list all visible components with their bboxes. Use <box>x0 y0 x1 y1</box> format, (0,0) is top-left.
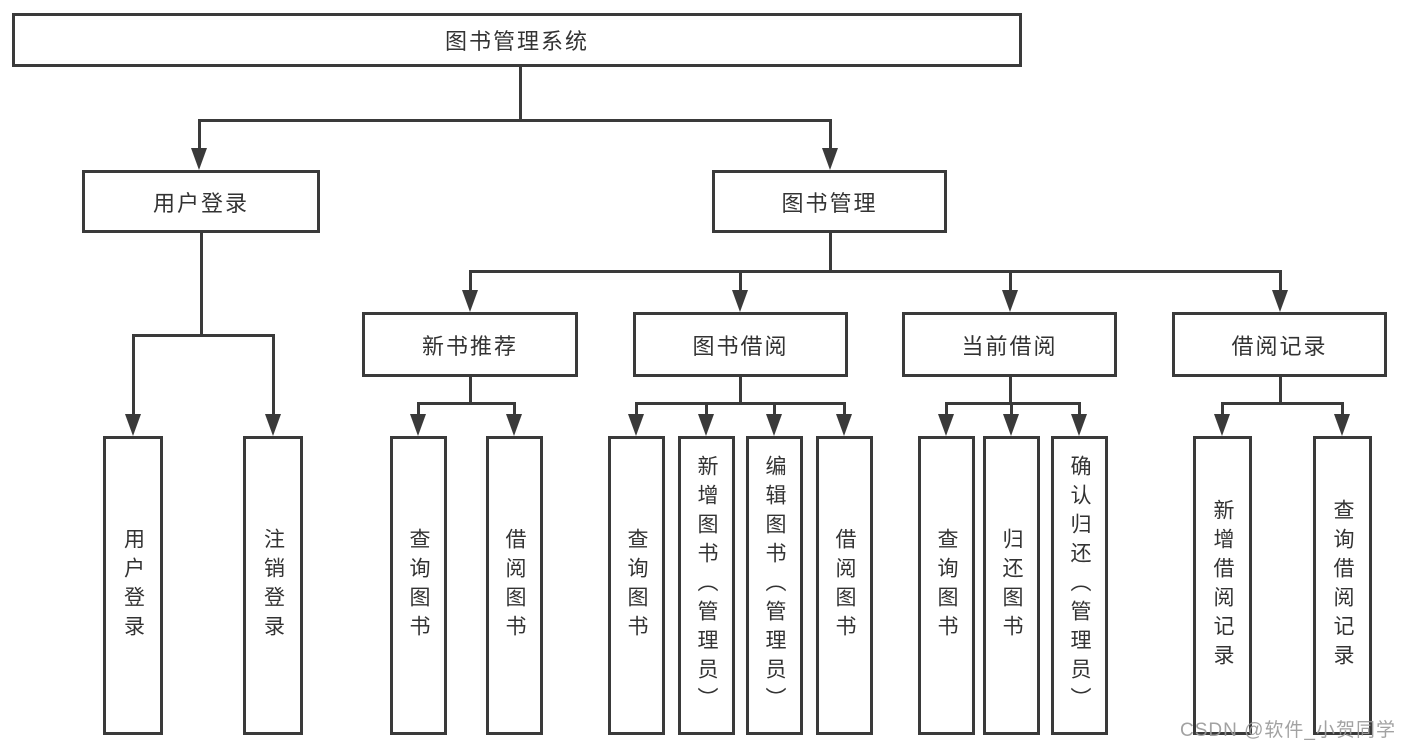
arrowhead-down-icon <box>698 414 714 436</box>
arrowhead-down-icon <box>732 290 748 312</box>
leaf-query-borrow-record-label: 查询借阅记录 <box>1331 498 1354 673</box>
connector-branch <box>416 401 516 405</box>
connector-drop <box>1077 401 1081 416</box>
arrowhead-down-icon <box>628 414 644 436</box>
leaf-return-books: 归还图书 <box>983 436 1040 735</box>
arrowhead-down-icon <box>1003 414 1019 436</box>
connector-drop <box>197 118 201 150</box>
leaf-query-books-2-label: 查询图书 <box>625 527 648 644</box>
arrowhead-down-icon <box>1272 290 1288 312</box>
leaf-add-borrow-record: 新增借阅记录 <box>1193 436 1252 735</box>
connector-drop <box>512 401 516 416</box>
connector-drop <box>468 269 472 292</box>
connector-stem <box>199 233 203 337</box>
connector-drop <box>1340 401 1344 416</box>
leaf-query-books-1-label: 查询图书 <box>407 527 430 644</box>
arrowhead-down-icon <box>836 414 852 436</box>
node-system-root-label: 图书管理系统 <box>444 29 589 54</box>
connector-stem <box>468 377 472 405</box>
connector-drop <box>271 333 275 416</box>
arrowhead-down-icon <box>766 414 782 436</box>
node-user-login: 用户登录 <box>82 170 320 233</box>
arrowhead-down-icon <box>506 414 522 436</box>
connector-stem <box>518 67 522 122</box>
leaf-logout-label: 注销登录 <box>261 527 285 644</box>
connector-drop <box>842 401 846 416</box>
node-current-borrow-label: 当前借阅 <box>961 333 1058 359</box>
node-book-borrow-label: 图书借阅 <box>692 333 789 359</box>
connector-stem <box>738 377 742 405</box>
connector-drop <box>738 269 742 292</box>
arrowhead-down-icon <box>1334 414 1350 436</box>
connector-drop <box>634 401 638 416</box>
connector-drop <box>944 401 948 416</box>
arrowhead-down-icon <box>125 414 141 436</box>
connector-branch <box>1220 401 1344 405</box>
arrowhead-down-icon <box>1071 414 1087 436</box>
connector-drop <box>828 118 832 150</box>
node-current-borrow: 当前借阅 <box>902 312 1117 377</box>
leaf-borrow-books-2: 借阅图书 <box>816 436 873 735</box>
leaf-borrow-books-1: 借阅图书 <box>486 436 543 735</box>
connector-drop <box>131 333 135 416</box>
node-system-root: 图书管理系统 <box>12 13 1022 67</box>
connector-drop <box>1009 401 1013 416</box>
leaf-user-login-label: 用户登录 <box>121 527 145 644</box>
connector-drop <box>1220 401 1224 416</box>
leaf-add-books-admin-label: 新增图书（管理员） <box>695 455 718 716</box>
leaf-confirm-return-admin: 确认归还（管理员） <box>1051 436 1108 735</box>
node-user-login-label: 用户登录 <box>152 190 249 216</box>
leaf-add-books-admin: 新增图书（管理员） <box>678 436 735 735</box>
leaf-query-books-3-label: 查询图书 <box>935 527 958 644</box>
leaf-query-books-3: 查询图书 <box>918 436 975 735</box>
leaf-borrow-books-1-label: 借阅图书 <box>503 527 526 644</box>
arrowhead-down-icon <box>191 148 207 170</box>
connector-branch <box>131 333 275 337</box>
arrowhead-down-icon <box>410 414 426 436</box>
arrowhead-down-icon <box>1002 290 1018 312</box>
node-new-book-recommend: 新书推荐 <box>362 312 578 377</box>
connector-drop <box>416 401 420 416</box>
leaf-add-borrow-record-label: 新增借阅记录 <box>1211 498 1234 673</box>
connector-drop <box>1278 269 1282 292</box>
leaf-borrow-books-2-label: 借阅图书 <box>833 527 856 644</box>
arrowhead-down-icon <box>265 414 281 436</box>
connector-drop <box>772 401 776 416</box>
connector-stem <box>828 233 832 273</box>
arrowhead-down-icon <box>822 148 838 170</box>
connector-drop <box>704 401 708 416</box>
node-new-book-recommend-label: 新书推荐 <box>421 333 518 359</box>
csdn-watermark: CSDN @软件_小贺同学 <box>1180 720 1396 741</box>
node-book-management: 图书管理 <box>712 170 947 233</box>
leaf-query-borrow-record: 查询借阅记录 <box>1313 436 1372 735</box>
leaf-query-books-2: 查询图书 <box>608 436 665 735</box>
connector-branch <box>944 401 1081 405</box>
node-borrow-records-label: 借阅记录 <box>1231 333 1328 359</box>
arrowhead-down-icon <box>462 290 478 312</box>
connector-stem <box>1008 377 1012 405</box>
connector-branch <box>468 269 1282 273</box>
connector-drop <box>1008 269 1012 292</box>
leaf-confirm-return-admin-label: 确认归还（管理员） <box>1068 455 1091 716</box>
arrowhead-down-icon <box>1214 414 1230 436</box>
connector-branch <box>197 118 832 122</box>
leaf-logout: 注销登录 <box>243 436 303 735</box>
node-book-management-label: 图书管理 <box>781 190 878 216</box>
connector-stem <box>1278 377 1282 405</box>
arrowhead-down-icon <box>938 414 954 436</box>
node-book-borrow: 图书借阅 <box>633 312 848 377</box>
leaf-edit-books-admin: 编辑图书（管理员） <box>746 436 803 735</box>
connector-branch <box>634 401 846 405</box>
leaf-query-books-1: 查询图书 <box>390 436 447 735</box>
leaf-edit-books-admin-label: 编辑图书（管理员） <box>763 455 786 716</box>
leaf-user-login: 用户登录 <box>103 436 163 735</box>
node-borrow-records: 借阅记录 <box>1172 312 1387 377</box>
leaf-return-books-label: 归还图书 <box>1000 527 1023 644</box>
